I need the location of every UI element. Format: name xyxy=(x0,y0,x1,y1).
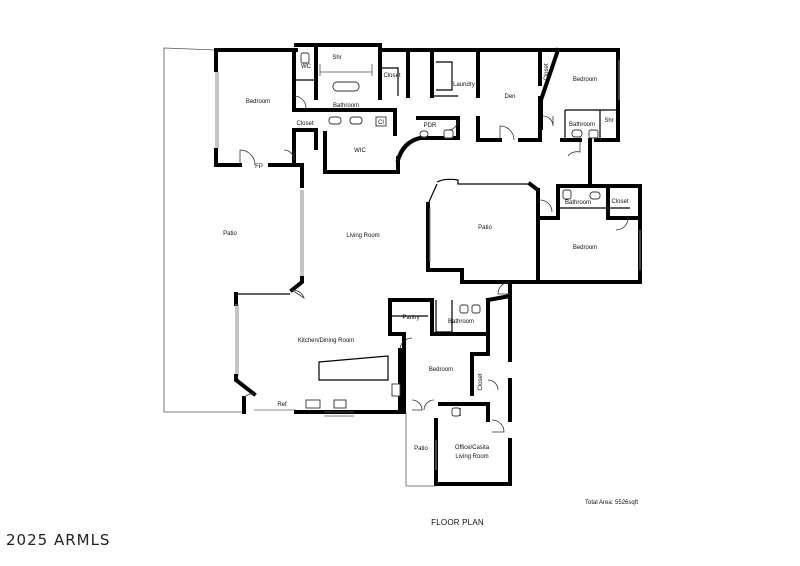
master-suite-walls xyxy=(214,43,460,177)
label-closet-small: Closet xyxy=(296,121,313,127)
label-office-casita-2: Living Room xyxy=(455,454,488,460)
label-pantry: Pantry xyxy=(402,315,419,321)
north-wing-walls xyxy=(408,47,620,142)
label-closet-east: Closet xyxy=(611,199,628,205)
label-fp: FP xyxy=(255,164,263,170)
door-swings xyxy=(239,95,629,433)
label-office-casita-1: Office/Casita xyxy=(455,445,490,451)
label-bedroom-ne: Bedroom xyxy=(573,77,597,83)
label-wc: WC xyxy=(301,64,312,70)
label-kitchen-dining: Kitchen/Dining Room xyxy=(298,338,354,344)
label-bathroom-ne: Bathroom xyxy=(569,122,595,128)
label-laundry: Laundry xyxy=(453,82,475,88)
label-living-room: Living Room xyxy=(346,233,379,239)
kitchen-walls xyxy=(234,292,490,417)
label-patio-center: Patio xyxy=(478,225,492,231)
label-bedroom-east: Bedroom xyxy=(573,245,597,251)
label-closet-casita: Closet xyxy=(478,373,484,390)
room-labels: Bedroom WC Shr Closet Bathroom Closet Cl… xyxy=(223,55,629,460)
label-bathroom-east: Bathroom xyxy=(565,200,591,206)
west-patio-outline xyxy=(163,47,244,413)
label-bathroom-master: Bathroom xyxy=(333,103,359,109)
label-closet-ne: Closet xyxy=(544,63,550,80)
label-pdr: PDR xyxy=(424,123,437,129)
central-walls xyxy=(289,138,642,293)
label-den: Den xyxy=(504,94,515,100)
label-closet-master: Closet xyxy=(383,73,400,79)
label-ref: Ref xyxy=(277,402,287,408)
label-shower-ne: Shr xyxy=(604,118,613,124)
label-wic: WIC xyxy=(354,148,366,154)
label-bathroom-casita: Bathroom xyxy=(448,319,474,325)
label-bedroom-master: Bedroom xyxy=(246,99,270,105)
casita-walls xyxy=(402,280,512,487)
label-cl: Cl xyxy=(378,120,384,126)
label-patio-south: Patio xyxy=(414,446,428,452)
watermark: 2025 ARMLS xyxy=(6,531,111,549)
label-bedroom-casita: Bedroom xyxy=(429,367,453,373)
label-patio-west: Patio xyxy=(223,231,237,237)
plan-caption: FLOOR PLAN xyxy=(431,518,484,527)
label-shower-master: Shr xyxy=(332,55,341,61)
total-area-note: Total Area: 5526sqft xyxy=(585,500,639,506)
